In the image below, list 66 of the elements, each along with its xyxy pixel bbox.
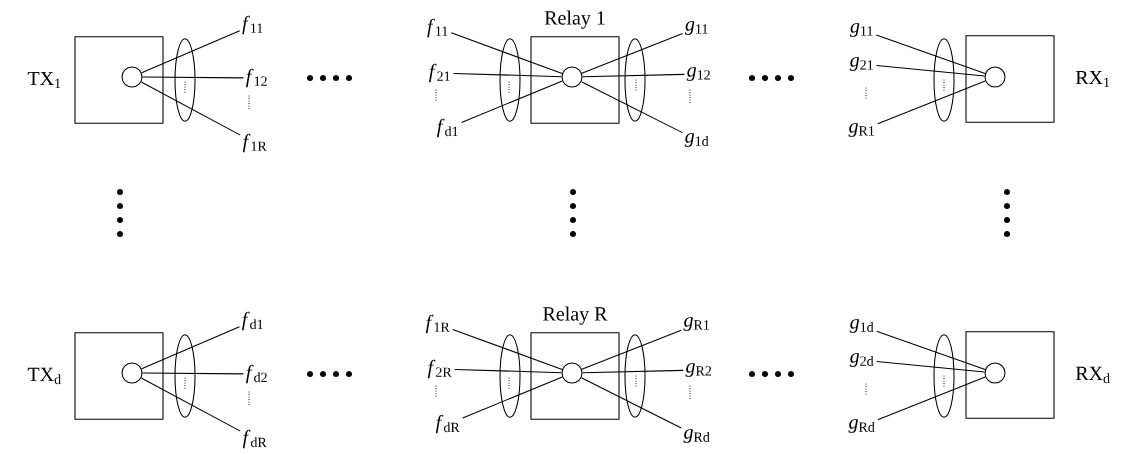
channel-label: f$_{dR}$ [435, 414, 460, 434]
channel-label: f$_{d2}$ [246, 364, 267, 384]
channel-line [582, 73, 685, 78]
channel-label: g$_{12}$ [686, 67, 710, 81]
channel-line [877, 80, 986, 125]
channel-line [452, 328, 563, 370]
channel-label: g$_{Rd}$ [848, 419, 875, 433]
channel-line [582, 369, 684, 374]
channel-line [875, 34, 986, 75]
device-box: TX$_{d}$ [27, 332, 164, 420]
channel-label: f$_{1R}$ [242, 133, 267, 153]
channel-line [450, 32, 563, 74]
device-box: TX$_{1}$ [27, 36, 164, 124]
channel-line [140, 377, 241, 432]
channel-label: g$_{R2}$ [685, 363, 712, 377]
node-label: RX$_{d}$ [1075, 366, 1110, 384]
channel-line [141, 326, 240, 370]
device-box: Relay 1 [530, 10, 620, 124]
channel-label: g$_{1d}$ [684, 133, 709, 147]
channel-line [877, 376, 986, 421]
device-box: RX$_{1}$ [965, 35, 1110, 123]
channel-line [454, 368, 562, 374]
channel-line [581, 33, 684, 74]
channel-label: f$_{12}$ [246, 68, 267, 88]
channel-line [876, 64, 986, 77]
antenna-circle [984, 66, 1006, 88]
channel-label: g$_{R1}$ [848, 123, 874, 137]
channel-label: f$_{11}$ [242, 15, 263, 35]
channel-line [876, 330, 986, 371]
channel-line [876, 360, 986, 373]
channel-line [142, 372, 244, 375]
channel-label: g$_{21}$ [849, 57, 873, 71]
channel-label: f$_{2R}$ [427, 359, 452, 379]
channel-line [461, 80, 563, 123]
node-label: RX$_{1}$ [1075, 71, 1110, 87]
channel-label: g$_{2d}$ [849, 353, 874, 367]
node-label: Relay 1 [544, 10, 605, 29]
channel-label: f$_{d1}$ [437, 118, 458, 138]
device-box: RX$_{d}$ [965, 331, 1110, 419]
antenna-circle [561, 66, 583, 88]
antenna-circle [121, 362, 143, 384]
channel-label: g$_{11}$ [684, 21, 708, 35]
channel-line [453, 72, 562, 78]
channel-line [580, 377, 682, 429]
channel-line [462, 376, 563, 419]
channel-label: g$_{11}$ [849, 23, 873, 37]
channel-label: g$_{1d}$ [849, 319, 874, 333]
antenna-circle [561, 362, 583, 384]
channel-line [140, 81, 241, 136]
device-box: Relay R [530, 306, 620, 420]
channel-label: g$_{R1}$ [683, 317, 709, 331]
node-label: TX$_{1}$ [27, 72, 61, 88]
channel-label: f$_{d1}$ [242, 311, 263, 331]
antenna-circle [121, 66, 143, 88]
antenna-circle [984, 362, 1006, 384]
channel-line [141, 30, 241, 74]
channel-label: f$_{1R}$ [425, 314, 450, 334]
node-label: TX$_{d}$ [27, 367, 61, 385]
channel-label: f$_{21}$ [429, 63, 450, 83]
channel-label: f$_{dR}$ [242, 429, 267, 449]
channel-label: f$_{11}$ [427, 18, 448, 38]
channel-label: g$_{Rd}$ [683, 429, 710, 443]
channel-line [142, 76, 244, 79]
channel-line [580, 81, 683, 134]
node-label: Relay R [543, 306, 608, 325]
channel-line [581, 329, 682, 370]
